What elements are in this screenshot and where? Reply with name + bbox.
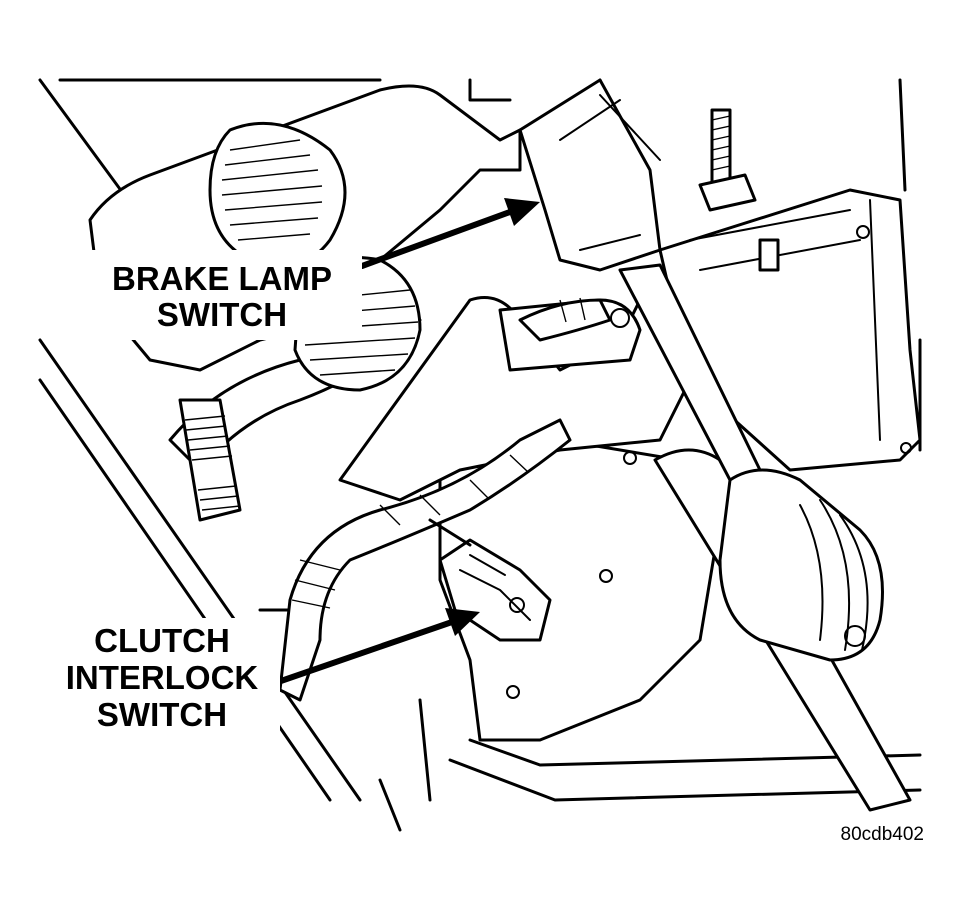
callout-labels: BRAKE LAMP SWITCH CLUTCH INTERLOCK SWITC… (55, 250, 924, 845)
mounting-stud (698, 108, 780, 272)
brake-lamp-switch (518, 78, 662, 272)
clutch-interlock-label-line2: INTERLOCK (66, 659, 259, 696)
clutch-interlock-label-line1: CLUTCH (94, 622, 230, 659)
clutch-interlock-label-line3: SWITCH (97, 696, 227, 733)
clutch-interlock-label-backdrop (55, 618, 280, 736)
brake-lamp-label-line2: SWITCH (157, 296, 287, 333)
pedal-support-bracket (658, 188, 922, 472)
brake-lamp-label-line1: BRAKE LAMP (112, 260, 332, 297)
brake-lamp-arrowhead (504, 198, 540, 226)
brake-lamp-label-backdrop (92, 250, 362, 340)
figure-id: 80cdb402 (841, 824, 924, 845)
clutch-interlock-arrowhead (445, 608, 480, 636)
callout-arrows (275, 198, 540, 685)
booster-boot (718, 468, 884, 662)
